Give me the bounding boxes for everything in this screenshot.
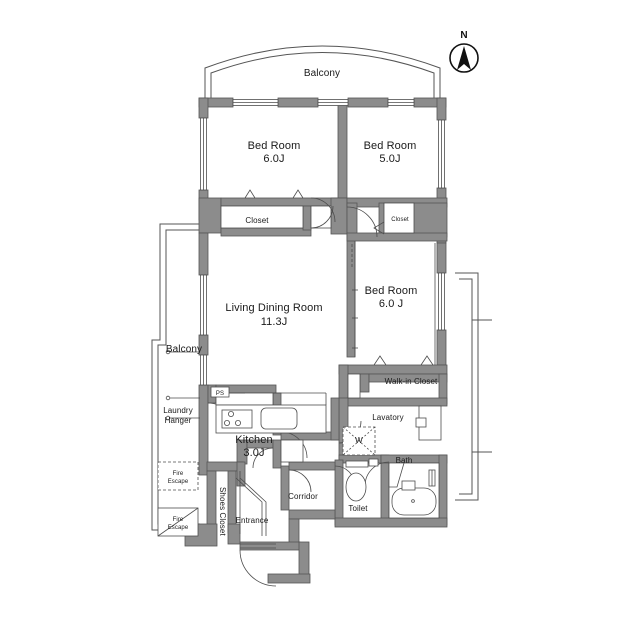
fixture-label-laundry-hanger-line2: Hanger [164,416,192,425]
room-label-bedroom-ne: Bed Room [363,140,417,152]
room-label-bedroom-east: Bed Room [364,285,418,297]
fixture-label-washer: W [355,436,363,445]
room-label-balcony-north: Balcony [303,68,341,79]
room-label-bedroom-nw: Bed Room [247,140,301,152]
fixture-label-fire-escape-2-line2: Escape [167,525,189,531]
room-label-living-dining: Living Dining Room [225,302,323,314]
room-size-kitchen: 3.0J [243,447,265,459]
room-label-kitchen: Kitchen [235,434,273,446]
closet-label-shoes: Shoes Closet [218,487,227,536]
room-label-entrance: Entrance [235,516,269,525]
compass-label-north: N [460,30,468,41]
room-size-bedroom-ne: 5.0J [379,153,401,165]
fixture-label-fire-escape-2-line1: Fire [172,517,184,523]
fixture-label-fire-escape-1-line1: Fire [172,471,184,477]
room-size-living-dining: 11.3J [260,316,288,328]
interior-details [157,99,445,587]
room-label-walk-in-closet: Walk-in Closet [384,377,438,386]
fixture-label-pipe-shaft: PS [215,391,225,397]
fixture-label-laundry-hanger-line1: Laundry [163,406,193,415]
room-size-bedroom-east: 6.0 J [378,298,404,310]
fixture-label-fire-escape-1-line2: Escape [167,479,189,485]
structural-walls [184,97,448,584]
room-label-bath: Bath [395,456,413,465]
compass-north-icon [449,43,479,73]
balcony-outlines [151,45,492,531]
room-size-bedroom-nw: 6.0J [263,153,285,165]
room-label-corridor: Corridor [288,492,318,501]
room-label-toilet: Toilet [348,504,368,513]
closet-label-ne: Closet [391,217,409,223]
room-label-balcony-west: Balcony [165,344,203,355]
closet-label-nw: Closet [245,216,269,225]
room-label-lavatory: Lavatory [372,413,404,422]
